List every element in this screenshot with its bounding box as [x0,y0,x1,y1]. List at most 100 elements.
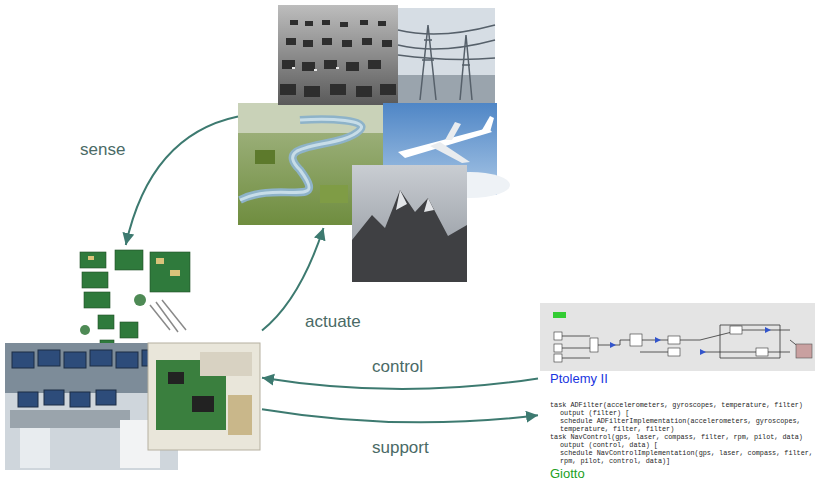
drawing-rect [278,5,398,105]
drawing-rect [346,62,359,71]
drawing-rect [730,326,742,334]
drawing-path [720,325,780,358]
flow-arrow [262,378,538,389]
drawing-rect [12,352,34,368]
drawing-rect [38,350,60,366]
drawing-g [398,25,495,100]
code-line: schedule ADFilterImplementation(accelero… [550,417,813,433]
code-line: task ADFilter(accelerometers, gyroscopes… [550,401,813,409]
drawing-rect [360,20,368,25]
drawing-rect [156,258,164,264]
embedded-platform-group [5,245,262,470]
drawing-rect [192,396,214,412]
board-photo [148,343,260,450]
drawing-rect [330,84,346,95]
drawing-rect [98,315,114,329]
powerline-photo [398,8,495,105]
drawing-rect [382,40,392,47]
drawing-rect [668,348,680,356]
ptolemy-screenshot [540,303,815,371]
drawing-path [610,327,771,355]
drawing-rect [322,38,332,45]
drawing-g [280,20,396,97]
drawing-rect [150,252,190,292]
flow-arrow [126,117,238,246]
drawing-circle [134,294,146,306]
drawing-rect [96,390,116,405]
drawing-path [430,142,470,163]
drawing-rect [84,292,110,308]
drawing-rect [553,312,566,318]
drawing-rect [80,252,106,268]
drawing-rect [70,392,90,407]
drawing-rect [356,86,372,97]
drawing-rect [342,40,352,47]
drawing-rect [116,352,138,368]
drawing-rect [280,84,296,95]
drawing-path [482,116,494,132]
drawing-rect [554,332,562,340]
traffic-photo [278,5,398,105]
drawing-rect [590,338,598,352]
drawing-path [445,122,461,140]
drawing-rect [320,185,348,203]
drawing-rect [228,395,252,435]
drawing-g [88,256,180,276]
tool-name: Giotto [550,466,813,482]
drawing-rect [168,372,184,384]
drawing-rect [756,348,768,356]
drawing-rect [304,86,320,97]
drawing-rect [18,392,38,407]
mountain-photo [352,165,467,282]
drawing-rect [630,334,642,346]
physical-world-group [238,5,497,228]
drawing-path [460,35,472,100]
drawing-rect [170,270,180,276]
edge-label: actuate [305,312,361,332]
drawing-rect [362,38,372,45]
drawing-g [292,67,339,71]
drawing-rect [148,343,260,450]
drawing-rect [20,428,50,468]
drawing-rect [540,303,815,371]
drawing-path [396,190,434,212]
code-line: task NavControl(gps, laser, compass, fil… [550,433,813,441]
drawing-g [610,327,771,355]
drawing-g [12,350,164,407]
drawing-rect [64,352,86,368]
drawing-rect [115,250,143,270]
drawing-path [150,300,186,332]
drawing-path [560,330,800,358]
drawing-rect [352,165,467,282]
drawing-path [398,25,495,59]
drawing-g [560,325,800,358]
drawing-rect [340,22,348,27]
drawing-rect [302,62,315,71]
drawing-rect [44,390,64,405]
drawing-rect [324,60,337,69]
drawing-rect [286,38,296,45]
drawing-rect [303,40,313,47]
drawing-rect [282,60,295,69]
code-line: output (filter) [ [550,409,813,417]
code-line: schedule NavControlImplementation(gps, l… [550,449,813,465]
drawing-rect [796,344,812,358]
drawing-rect [10,410,130,428]
drawing-rect [322,20,330,25]
drawing-rect [336,67,339,69]
drawing-rect [668,336,680,344]
drawing-rect [554,354,562,362]
drawing-rect [120,322,138,338]
flow-arrow [262,409,538,422]
drawing-rect [554,344,562,352]
drawing-rect [314,69,317,71]
drawing-rect [290,20,298,25]
drawing-rect [255,150,275,164]
drawing-rect [88,256,94,260]
drawing-path [420,25,436,100]
code-line: output (control, data) [ [550,441,813,449]
drawing-rect [378,21,386,26]
edge-label: control [372,357,423,377]
